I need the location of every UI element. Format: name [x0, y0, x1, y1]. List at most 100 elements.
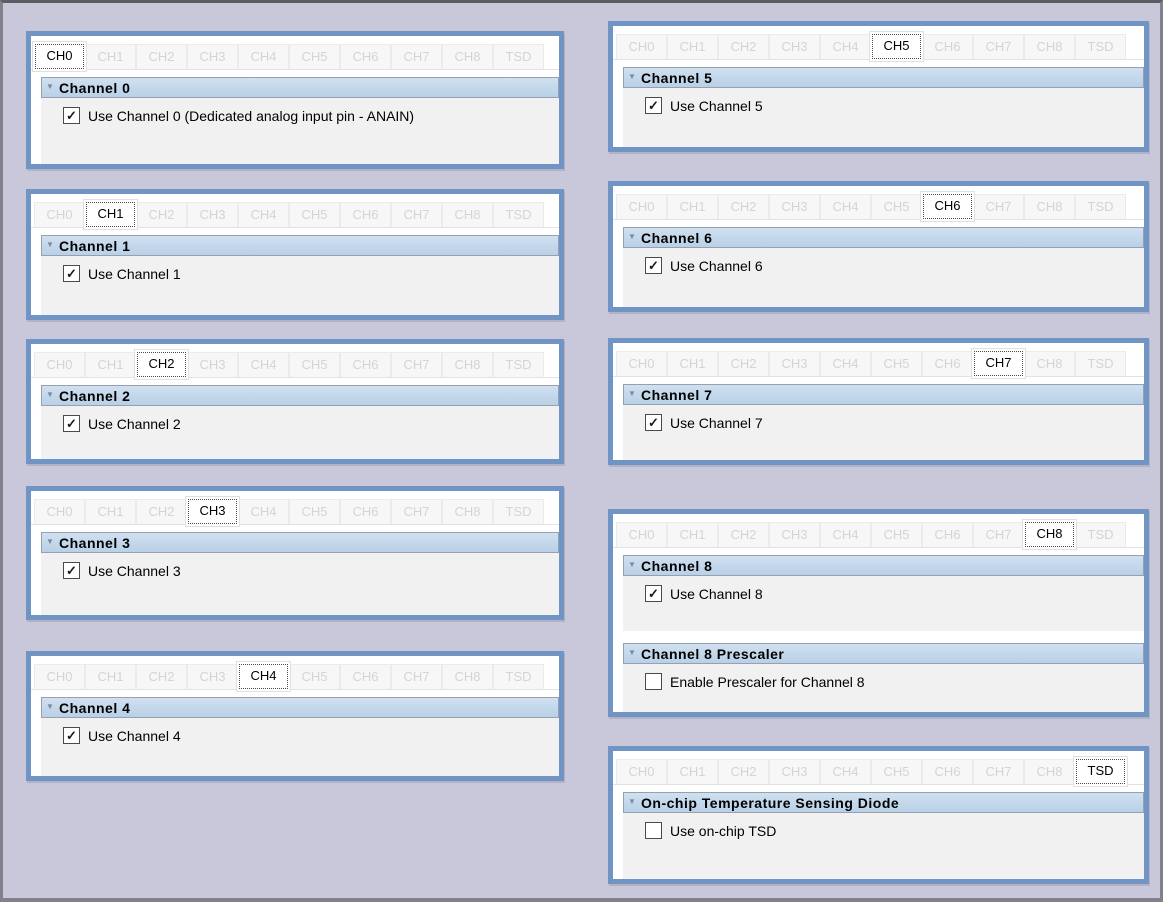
tab-ch0[interactable]: CH0: [34, 202, 85, 228]
tab-ch6[interactable]: CH6: [922, 522, 973, 548]
tab-ch1[interactable]: CH1: [83, 199, 138, 230]
tab-ch8[interactable]: CH8: [442, 664, 493, 690]
tab-ch7[interactable]: CH7: [391, 352, 442, 378]
section-header[interactable]: ▼Channel 2: [41, 385, 559, 406]
tab-tsd[interactable]: TSD: [493, 664, 544, 690]
tab-tsd[interactable]: TSD: [493, 352, 544, 378]
tab-ch4[interactable]: CH4: [820, 34, 871, 60]
tab-ch0[interactable]: CH0: [34, 499, 85, 525]
tab-ch7[interactable]: CH7: [971, 348, 1026, 379]
tab-ch2[interactable]: CH2: [136, 499, 187, 525]
tab-ch6[interactable]: CH6: [340, 352, 391, 378]
section-header[interactable]: ▼Channel 5: [623, 67, 1144, 88]
tab-ch7[interactable]: CH7: [973, 194, 1024, 220]
tab-ch1[interactable]: CH1: [85, 664, 136, 690]
tab-ch6[interactable]: CH6: [922, 34, 973, 60]
section-header[interactable]: ▼Channel 1: [41, 235, 559, 256]
tab-ch1[interactable]: CH1: [85, 499, 136, 525]
tab-ch6[interactable]: CH6: [922, 759, 973, 785]
tab-ch7[interactable]: CH7: [973, 759, 1024, 785]
checkbox[interactable]: ✓: [63, 415, 80, 432]
tab-ch2[interactable]: CH2: [718, 34, 769, 60]
tab-ch3[interactable]: CH3: [769, 194, 820, 220]
tab-ch3[interactable]: CH3: [185, 496, 240, 527]
tab-ch6[interactable]: CH6: [340, 202, 391, 228]
tab-ch0[interactable]: CH0: [34, 664, 85, 690]
tab-ch0[interactable]: CH0: [616, 194, 667, 220]
checkbox[interactable]: ✓: [645, 585, 662, 602]
tab-ch3[interactable]: CH3: [187, 352, 238, 378]
tab-ch7[interactable]: CH7: [391, 44, 442, 70]
tab-ch3[interactable]: CH3: [769, 34, 820, 60]
tab-ch1[interactable]: CH1: [667, 34, 718, 60]
tab-ch8[interactable]: CH8: [1024, 34, 1075, 60]
section-header[interactable]: ▼Channel 6: [623, 227, 1144, 248]
tab-ch8[interactable]: CH8: [1024, 194, 1075, 220]
tab-ch8[interactable]: CH8: [1024, 351, 1075, 377]
section-header[interactable]: ▼Channel 8 Prescaler: [623, 643, 1144, 664]
tab-ch4[interactable]: CH4: [238, 352, 289, 378]
tab-ch4[interactable]: CH4: [238, 499, 289, 525]
tab-ch2[interactable]: CH2: [136, 44, 187, 70]
tab-ch8[interactable]: CH8: [1024, 759, 1075, 785]
tab-ch4[interactable]: CH4: [820, 194, 871, 220]
checkbox[interactable]: ✓: [63, 562, 80, 579]
tab-ch4[interactable]: CH4: [820, 759, 871, 785]
tab-tsd[interactable]: TSD: [493, 44, 544, 70]
tab-ch0[interactable]: CH0: [616, 522, 667, 548]
checkbox[interactable]: ✓: [63, 107, 80, 124]
tab-tsd[interactable]: TSD: [1075, 522, 1126, 548]
tab-ch2[interactable]: CH2: [718, 522, 769, 548]
tab-ch7[interactable]: CH7: [391, 664, 442, 690]
tab-ch2[interactable]: CH2: [136, 664, 187, 690]
tab-ch1[interactable]: CH1: [667, 351, 718, 377]
tab-ch5[interactable]: CH5: [289, 664, 340, 690]
tab-ch1[interactable]: CH1: [85, 352, 136, 378]
tab-ch8[interactable]: CH8: [442, 352, 493, 378]
tab-ch2[interactable]: CH2: [136, 202, 187, 228]
section-header[interactable]: ▼Channel 8: [623, 555, 1144, 576]
tab-tsd[interactable]: TSD: [1075, 351, 1126, 377]
tab-ch7[interactable]: CH7: [973, 34, 1024, 60]
tab-ch3[interactable]: CH3: [187, 664, 238, 690]
tab-ch5[interactable]: CH5: [871, 522, 922, 548]
tab-ch5[interactable]: CH5: [289, 202, 340, 228]
tab-ch0[interactable]: CH0: [34, 352, 85, 378]
tab-ch0[interactable]: CH0: [616, 351, 667, 377]
checkbox[interactable]: ✓: [63, 727, 80, 744]
tab-ch5[interactable]: CH5: [871, 759, 922, 785]
tab-ch5[interactable]: CH5: [871, 351, 922, 377]
tab-ch5[interactable]: CH5: [869, 31, 924, 62]
checkbox[interactable]: ✓: [645, 97, 662, 114]
tab-ch4[interactable]: CH4: [820, 522, 871, 548]
section-header[interactable]: ▼On-chip Temperature Sensing Diode: [623, 792, 1144, 813]
tab-ch4[interactable]: CH4: [238, 202, 289, 228]
tab-tsd[interactable]: TSD: [1075, 34, 1126, 60]
tab-ch7[interactable]: CH7: [973, 522, 1024, 548]
tab-ch2[interactable]: CH2: [134, 349, 189, 380]
tab-tsd[interactable]: TSD: [493, 499, 544, 525]
tab-ch6[interactable]: CH6: [340, 664, 391, 690]
tab-tsd[interactable]: TSD: [1075, 194, 1126, 220]
tab-ch3[interactable]: CH3: [187, 202, 238, 228]
tab-ch5[interactable]: CH5: [871, 194, 922, 220]
tab-ch6[interactable]: CH6: [920, 191, 975, 222]
tab-ch6[interactable]: CH6: [922, 351, 973, 377]
tab-ch5[interactable]: CH5: [289, 352, 340, 378]
checkbox[interactable]: ✓: [645, 257, 662, 274]
tab-ch8[interactable]: CH8: [442, 202, 493, 228]
tab-ch7[interactable]: CH7: [391, 499, 442, 525]
tab-ch3[interactable]: CH3: [187, 44, 238, 70]
tab-ch3[interactable]: CH3: [769, 759, 820, 785]
tab-tsd[interactable]: TSD: [1073, 756, 1128, 787]
tab-ch3[interactable]: CH3: [769, 351, 820, 377]
tab-ch4[interactable]: CH4: [820, 351, 871, 377]
tab-ch8[interactable]: CH8: [1022, 519, 1077, 550]
section-header[interactable]: ▼Channel 7: [623, 384, 1144, 405]
tab-ch6[interactable]: CH6: [340, 44, 391, 70]
tab-ch8[interactable]: CH8: [442, 499, 493, 525]
tab-ch1[interactable]: CH1: [667, 759, 718, 785]
tab-ch0[interactable]: CH0: [616, 34, 667, 60]
tab-ch8[interactable]: CH8: [442, 44, 493, 70]
checkbox[interactable]: [645, 822, 662, 839]
